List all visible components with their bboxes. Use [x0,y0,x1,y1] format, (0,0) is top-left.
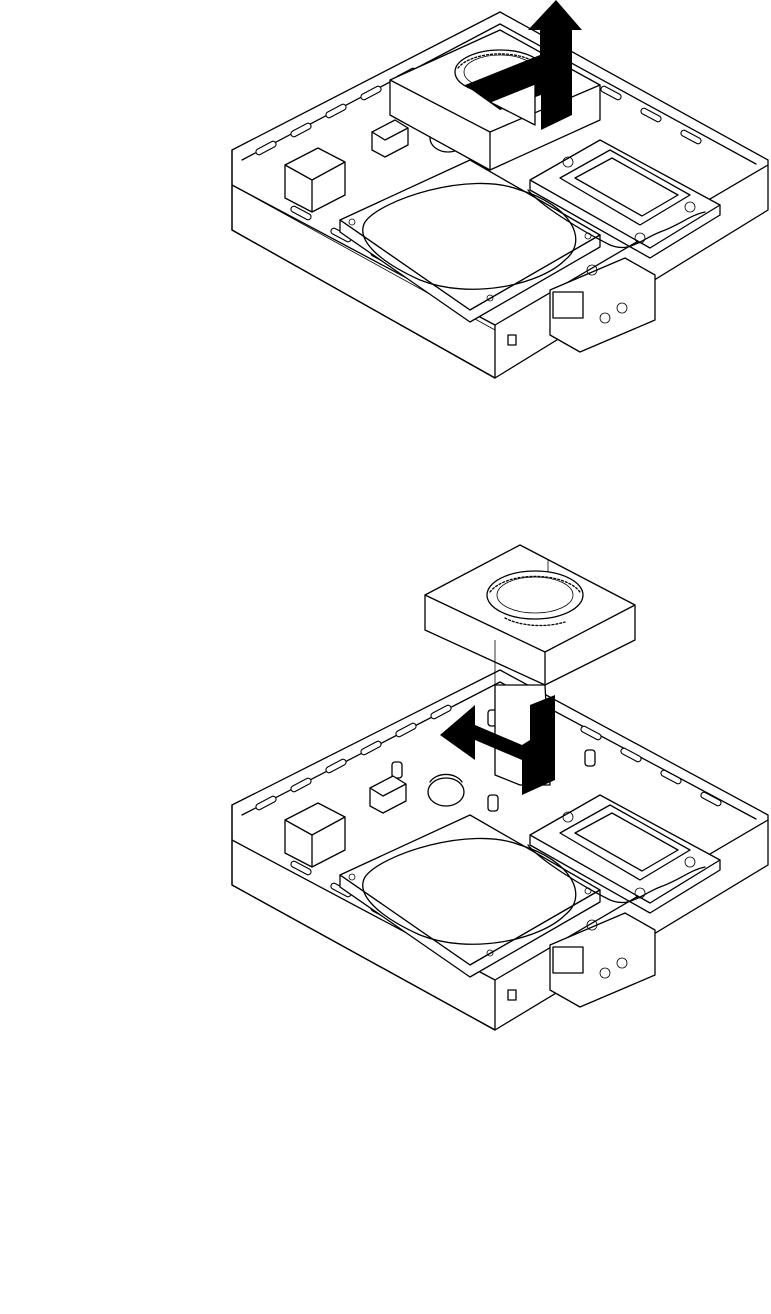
chassis-illustration-1 [0,0,771,400]
chassis-illustration-2 [0,540,771,1050]
blower-fan [425,545,635,685]
diagram-step-2 [0,540,771,1050]
diagram-step-1 [0,0,771,400]
